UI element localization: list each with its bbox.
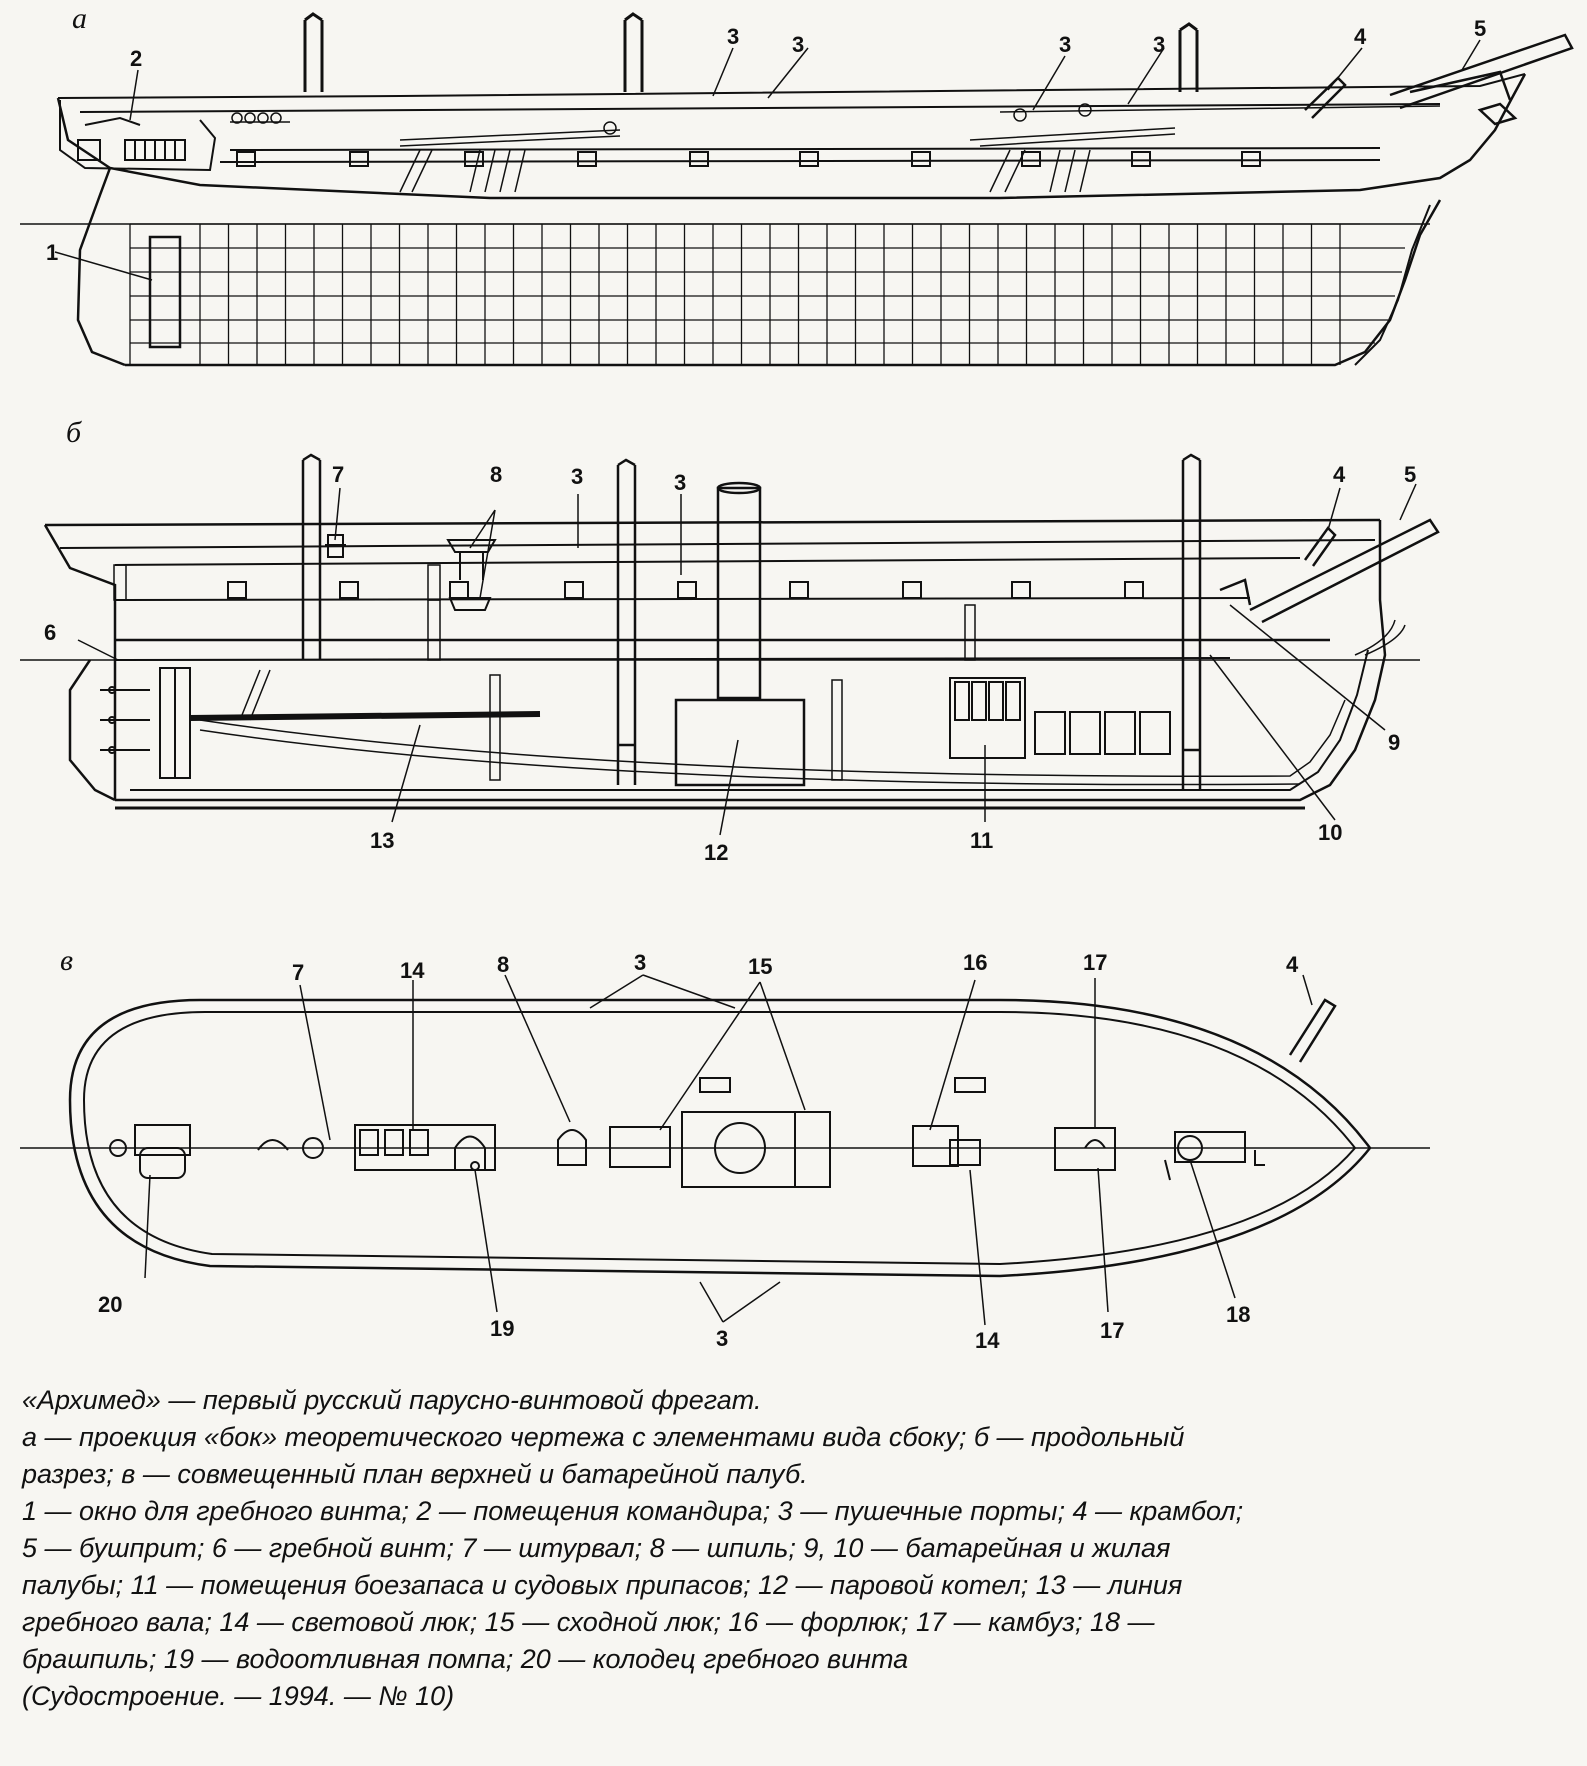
gun-port bbox=[911, 151, 931, 167]
callouts-a bbox=[54, 39, 1481, 281]
section-label-a: а bbox=[72, 2, 87, 35]
gun-port bbox=[902, 581, 922, 599]
hatches-v bbox=[109, 1077, 1265, 1188]
bowsprit-a bbox=[1389, 33, 1574, 126]
frigate-drawing: а bbox=[20, 2, 1574, 1353]
steam-boiler-b bbox=[674, 698, 806, 787]
label-b-5: 5 bbox=[1404, 462, 1416, 487]
label-b-3-second: 3 bbox=[674, 470, 686, 495]
view-a-side-projection: а bbox=[20, 2, 1574, 367]
label-v-15: 15 bbox=[748, 954, 772, 979]
label-b-4: 4 bbox=[1333, 462, 1346, 487]
grid-columns-a bbox=[199, 224, 1341, 365]
gun-port bbox=[227, 581, 247, 599]
hull-grid-a bbox=[129, 223, 1405, 365]
caption-legend-line-1: 1 — окно для гребного винта; 2 — помещен… bbox=[22, 1496, 1244, 1526]
labels-v: 7 14 8 3 15 16 17 4 20 19 3 14 17 18 bbox=[98, 950, 1299, 1353]
label-v-4: 4 bbox=[1286, 952, 1299, 977]
view-v-deck-plan: в bbox=[20, 944, 1430, 1353]
gun-port bbox=[577, 151, 597, 167]
deck-outline-v bbox=[20, 998, 1430, 1278]
label-b-9: 9 bbox=[1388, 730, 1400, 755]
label-v-3-top: 3 bbox=[634, 950, 646, 975]
gun-port bbox=[789, 581, 809, 599]
screw-window-a bbox=[148, 235, 182, 349]
gun-port bbox=[689, 151, 709, 167]
gun-port bbox=[1011, 581, 1031, 599]
label-b-12: 12 bbox=[704, 840, 728, 865]
labels-b: 6 7 8 3 3 4 5 9 10 11 12 13 bbox=[44, 462, 1416, 865]
gun-port bbox=[339, 581, 359, 599]
label-b-11: 11 bbox=[970, 828, 993, 853]
pillars-b bbox=[113, 564, 976, 781]
label-v-7: 7 bbox=[292, 960, 304, 985]
label-a-3-second: 3 bbox=[792, 32, 804, 57]
gun-port bbox=[349, 151, 369, 167]
labels-a: 1 2 3 3 3 3 4 5 bbox=[46, 16, 1486, 265]
label-b-13: 13 bbox=[370, 828, 394, 853]
caption-views-line-1: а — проекция «бок» теоретического чертеж… bbox=[22, 1422, 1185, 1452]
label-v-14-top: 14 bbox=[400, 958, 425, 983]
label-b-10: 10 bbox=[1318, 820, 1342, 845]
caption-legend-line-2: 5 — бушприт; 6 — гребной винт; 7 — штурв… bbox=[22, 1533, 1171, 1563]
label-a-4: 4 bbox=[1354, 24, 1367, 49]
label-b-6: 6 bbox=[44, 620, 56, 645]
gun-ports-a bbox=[236, 151, 1261, 167]
figure-caption: «Архимед» — первый русский парусно-винто… bbox=[22, 1382, 1567, 1715]
caption-legend-line-5: брашпиль; 19 — водоотливная помпа; 20 — … bbox=[22, 1644, 909, 1674]
gun-port bbox=[1131, 151, 1151, 167]
label-v-19: 19 bbox=[490, 1316, 514, 1341]
callouts-b bbox=[77, 483, 1417, 836]
propeller-shaft-b bbox=[189, 711, 541, 721]
funnel-b bbox=[716, 481, 762, 700]
label-a-3-fourth: 3 bbox=[1153, 32, 1165, 57]
label-v-16: 16 bbox=[963, 950, 987, 975]
gun-port bbox=[1021, 151, 1041, 167]
masts-a bbox=[303, 12, 1199, 92]
gun-port bbox=[799, 151, 819, 167]
label-b-3-first: 3 bbox=[571, 464, 583, 489]
label-v-8: 8 bbox=[497, 952, 509, 977]
caption-source: (Судостроение. — 1994. — № 10) bbox=[22, 1681, 455, 1711]
label-b-8: 8 bbox=[490, 462, 502, 487]
gun-port bbox=[1241, 151, 1261, 167]
label-a-5: 5 bbox=[1474, 16, 1486, 41]
cathead-v bbox=[1288, 998, 1337, 1063]
label-v-18: 18 bbox=[1226, 1302, 1250, 1327]
caption-legend-line-4: гребного вала; 14 — световой люк; 15 — с… bbox=[22, 1607, 1155, 1637]
rail-details-a bbox=[230, 103, 1441, 193]
label-v-3-bottom: 3 bbox=[716, 1326, 728, 1351]
hull-b bbox=[20, 518, 1420, 810]
gun-port bbox=[677, 581, 697, 599]
bowsprit-b bbox=[1219, 518, 1440, 624]
gun-port bbox=[236, 151, 256, 167]
section-label-b: б bbox=[66, 416, 82, 449]
label-a-3-first: 3 bbox=[727, 24, 739, 49]
propeller-b bbox=[100, 667, 191, 779]
gun-port bbox=[464, 151, 484, 167]
masts-b bbox=[301, 453, 1202, 790]
gun-port bbox=[1124, 581, 1144, 599]
label-v-20: 20 bbox=[98, 1292, 122, 1317]
caption-legend-line-3: палубы; 11 — помещения боезапаса и судов… bbox=[22, 1570, 1183, 1600]
gun-ports-b bbox=[227, 581, 1144, 599]
label-b-7: 7 bbox=[332, 462, 344, 487]
view-b-longitudinal-section: б bbox=[20, 416, 1440, 865]
gun-port bbox=[564, 581, 584, 599]
label-a-1: 1 bbox=[46, 240, 58, 265]
label-a-3-third: 3 bbox=[1059, 32, 1071, 57]
ammunition-stores-b bbox=[949, 677, 1171, 759]
label-v-17-top: 17 bbox=[1083, 950, 1107, 975]
callouts-v bbox=[144, 974, 1313, 1326]
label-v-17-bottom: 17 bbox=[1100, 1318, 1124, 1343]
label-a-2: 2 bbox=[130, 46, 142, 71]
caption-title: «Архимед» — первый русский парусно-винто… bbox=[22, 1385, 762, 1415]
label-v-14-bottom: 14 bbox=[975, 1328, 1000, 1353]
captain-quarters-a bbox=[59, 100, 217, 172]
section-label-v: в bbox=[60, 944, 73, 977]
caption-views-line-2: разрез; в — совмещенный план верхней и б… bbox=[22, 1459, 808, 1489]
gun-port bbox=[449, 581, 469, 599]
cathead-a bbox=[1304, 76, 1347, 119]
